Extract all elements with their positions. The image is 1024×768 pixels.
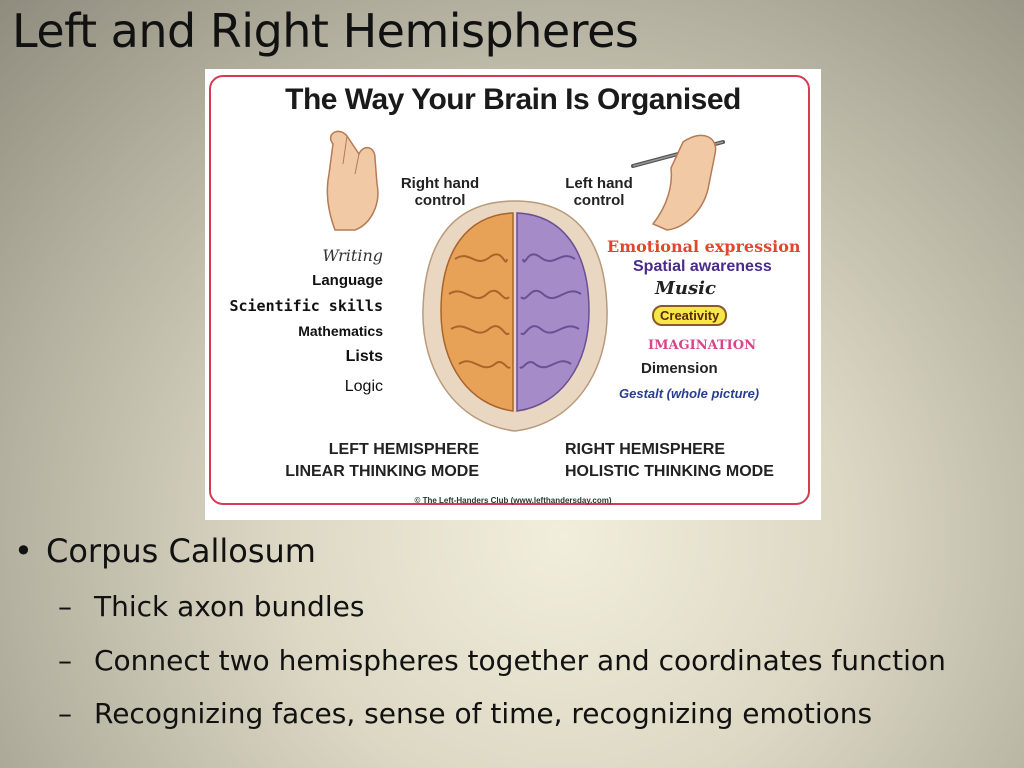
- sub-bullet-1: –Thick axon bundles: [58, 590, 364, 623]
- left-hand-pen-icon: [631, 134, 725, 231]
- right-hand-icon: [326, 130, 379, 231]
- right-hand-control-label: Right hand control: [400, 175, 480, 209]
- bullet-corpus-callosum: • Corpus Callosum: [14, 532, 316, 570]
- left-item-scientific-skills: Scientific skills: [229, 297, 383, 315]
- bullet-dot: •: [14, 532, 33, 570]
- bullet-text: Corpus Callosum: [46, 532, 316, 570]
- brain-icon: [422, 200, 608, 432]
- right-item-dimension: Dimension: [641, 360, 718, 377]
- right-item-gestalt: Gestalt (whole picture): [619, 386, 760, 401]
- right-item-creativity: Creativity: [652, 305, 728, 326]
- right-hemisphere-label: RIGHT HEMISPHERE HOLISTIC THINKING MODE: [565, 441, 774, 480]
- sub-bullet-text: Recognizing faces, sense of time, recogn…: [94, 697, 873, 730]
- right-item-emotional-expression: Emotional expression: [607, 237, 801, 256]
- slide-title: Left and Right Hemispheres: [12, 4, 639, 58]
- left-item-logic: Logic: [344, 378, 383, 395]
- left-item-lists: Lists: [345, 348, 383, 365]
- brain-organisation-figure: The Way Your Brain Is Organised Right ha…: [205, 69, 821, 520]
- figure-title: The Way Your Brain Is Organised: [285, 83, 741, 116]
- sub-bullet-dash: –: [58, 644, 72, 677]
- sub-bullet-dash: –: [58, 590, 72, 623]
- sub-bullet-text: Connect two hemispheres together and coo…: [94, 644, 946, 677]
- left-item-mathematics: Mathematics: [298, 323, 383, 339]
- right-item-imagination: IMAGINATION: [648, 338, 756, 353]
- left-hemisphere-label: LEFT HEMISPHERE LINEAR THINKING MODE: [285, 441, 479, 480]
- left-hand-control-label: Left hand control: [565, 175, 633, 209]
- left-item-language: Language: [312, 272, 383, 289]
- right-item-music: Music: [655, 278, 716, 299]
- sub-bullet-3: –Recognizing faces, sense of time, recog…: [58, 697, 872, 730]
- right-item-spatial-awareness: Spatial awareness: [633, 258, 772, 275]
- sub-bullet-text: Thick axon bundles: [94, 590, 365, 623]
- figure-copyright: © The Left-Handers Club (www.lefthanders…: [414, 496, 612, 505]
- sub-bullet-dash: –: [58, 697, 72, 730]
- figure-frame: [209, 75, 810, 505]
- sub-bullet-2: –Connect two hemispheres together and co…: [58, 644, 946, 677]
- left-item-writing: Writing: [322, 246, 383, 265]
